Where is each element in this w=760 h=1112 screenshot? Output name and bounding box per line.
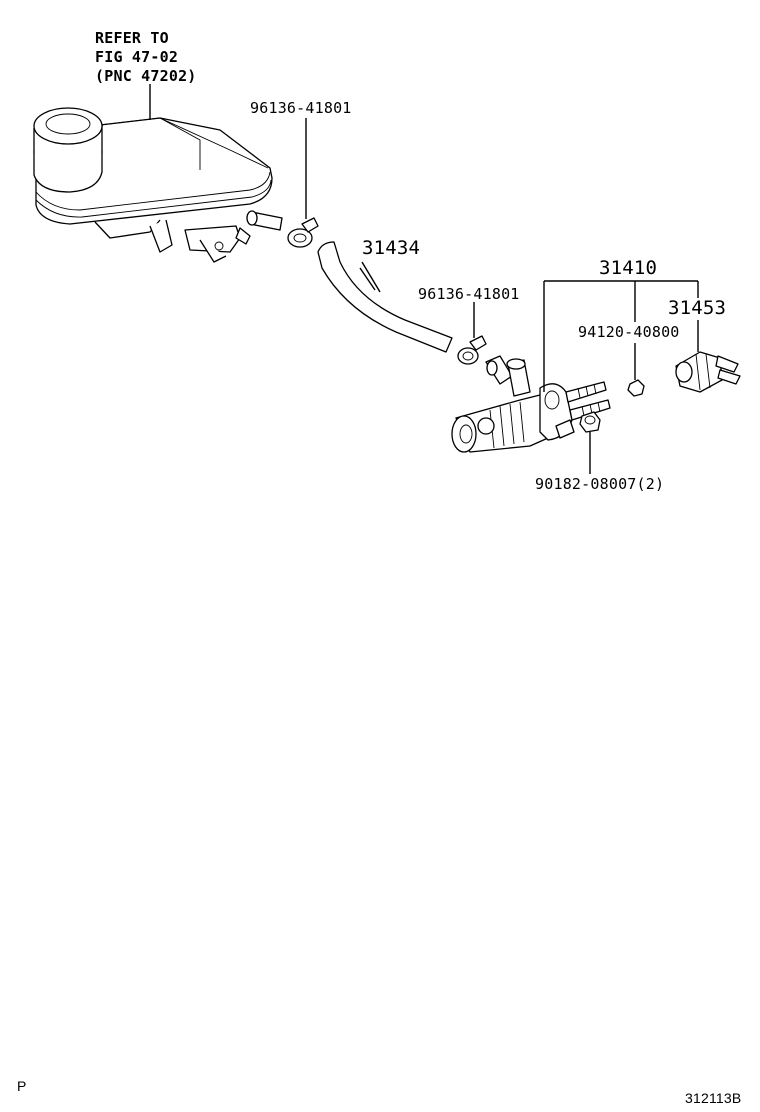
hose-leader <box>359 267 376 291</box>
group-bracket <box>543 280 699 392</box>
reference-note-line-2: FIG 47-02 <box>95 48 179 66</box>
figure-code: 312113B <box>685 1090 742 1106</box>
reference-note-line-3: (PNC 47202) <box>95 67 197 85</box>
cylinder-drawing <box>451 355 611 453</box>
part-label-hose[interactable]: 31434 <box>362 237 421 259</box>
part-label-clip-upper[interactable]: 96136-41801 <box>250 99 352 117</box>
corner-mark: P <box>17 1078 27 1094</box>
clip-lower-drawing <box>457 302 487 365</box>
part-label-nut-pair[interactable]: 90182-08007(2) <box>535 475 665 493</box>
reservoir-drawing <box>33 107 283 263</box>
pushrod-clevis-drawing <box>675 320 741 393</box>
part-label-pushrod-clevis[interactable]: 31453 <box>668 297 727 319</box>
hose-drawing <box>317 241 453 353</box>
nut-drawing <box>627 343 645 397</box>
clip-upper-drawing <box>287 118 319 248</box>
part-label-clip-lower[interactable]: 96136-41801 <box>418 285 520 303</box>
part-label-nut[interactable]: 94120-40800 <box>578 323 680 341</box>
part-label-cylinder-group[interactable]: 31410 <box>599 257 658 279</box>
reference-note-line-1: REFER TO <box>95 29 169 47</box>
nut-pair-drawing <box>579 411 601 474</box>
